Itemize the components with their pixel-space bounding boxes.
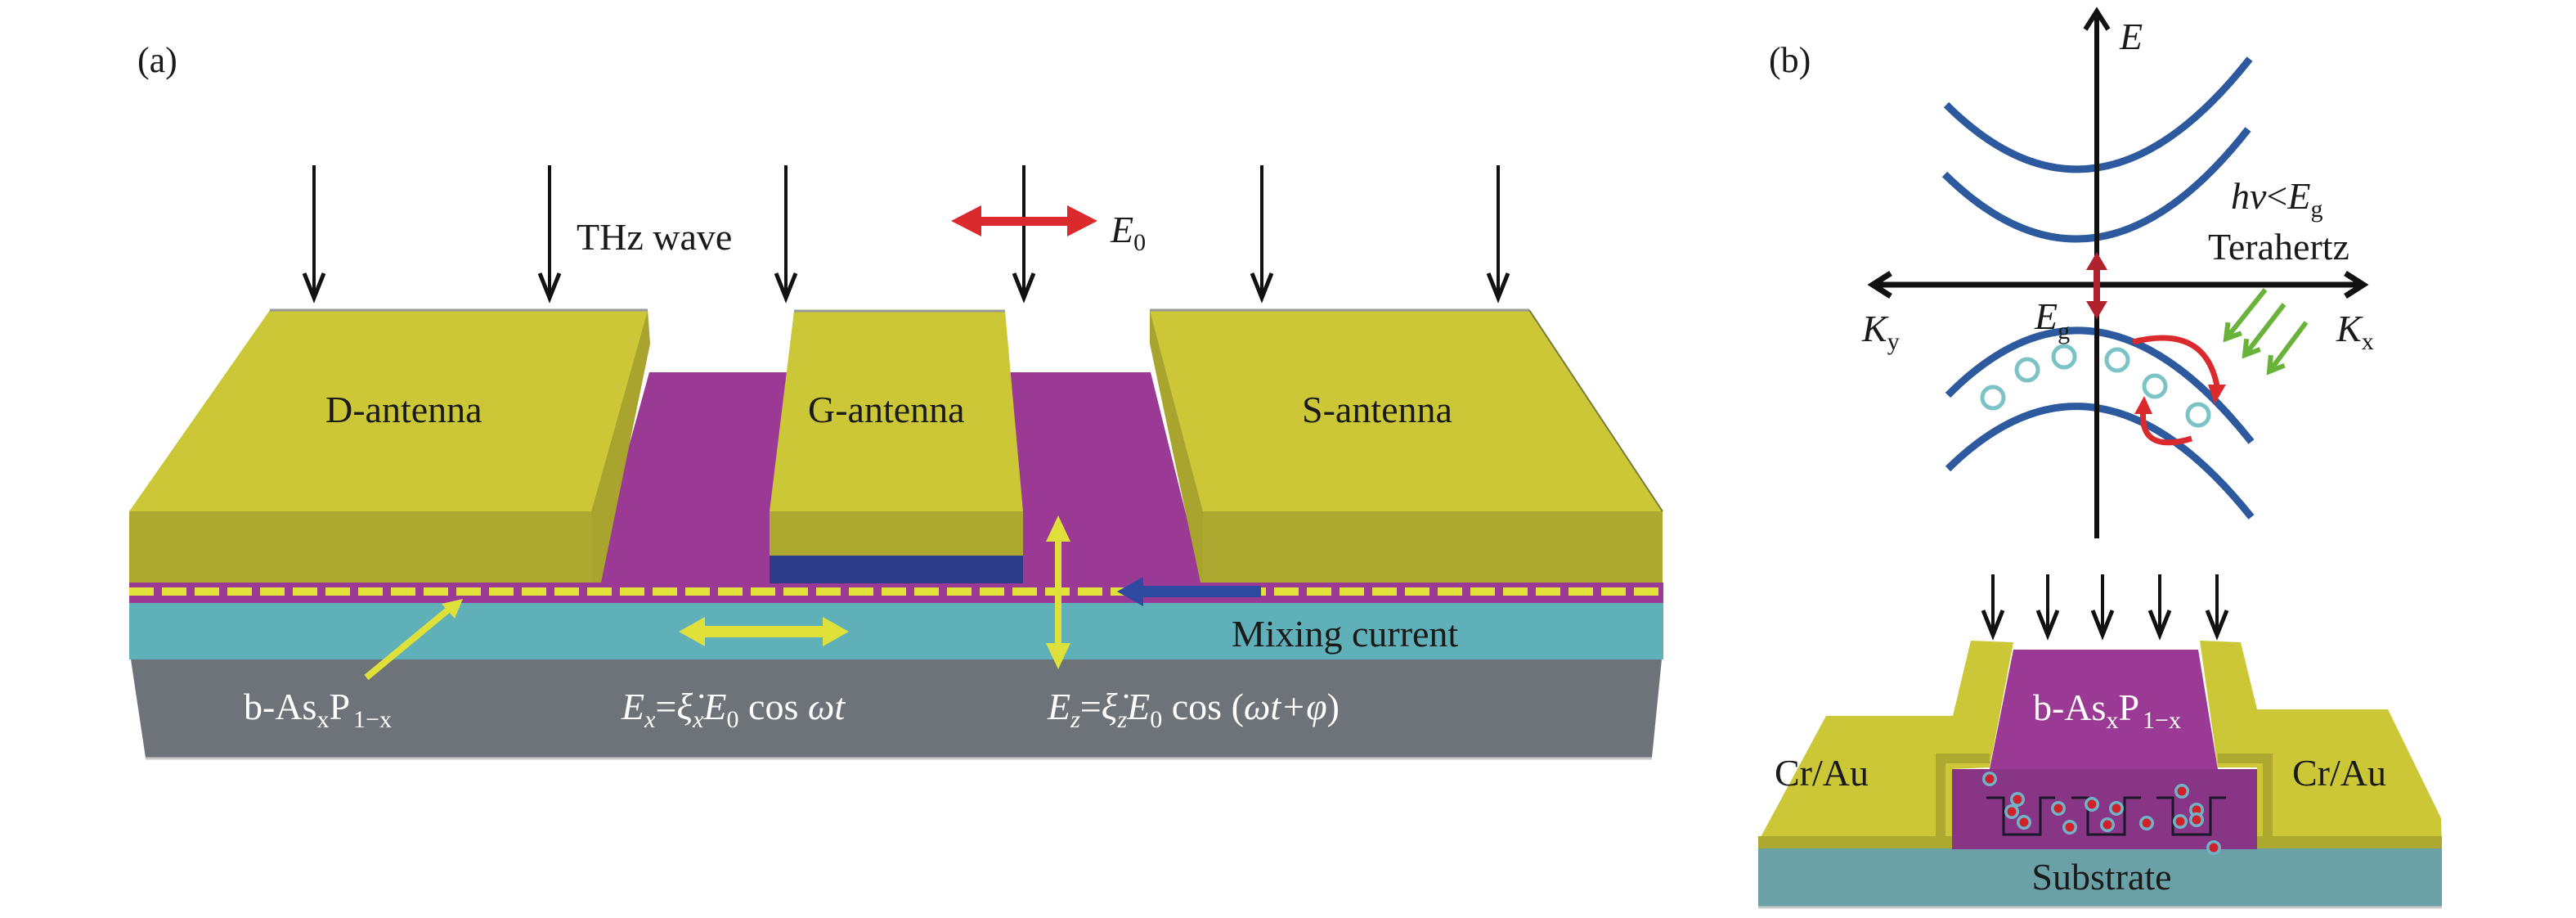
incident-arrow-b-5 [2205,574,2229,641]
substrate-layer [131,659,1662,758]
d-antenna-label: D-antenna [325,389,482,430]
incident-arrow-a-2 [537,165,562,304]
energy-axis-arrowhead [2083,7,2111,31]
electron-6 [2062,820,2077,835]
incident-arrows-a [302,165,1510,304]
hole-5 [2142,373,2168,399]
ky-arrowhead [1867,271,1892,299]
incident-arrow-a-3 [774,165,798,304]
photon-arrow-3 [2266,321,2309,376]
s-antenna-right-edge [1528,309,1663,512]
contact-right [2200,641,2442,848]
d-antenna-top-face [129,310,648,511]
e0-polarization-arrow [951,205,1097,236]
electron-9 [2100,817,2115,832]
g-antenna: G-antenna [770,309,1023,583]
incident-arrow-b-4 [2147,574,2172,641]
ex-equation: Ex=ξ̇xE0 cos ωt [621,686,846,733]
channel-b [1990,650,2218,769]
mixing-current-arrow [1117,577,1261,606]
d-antenna-side-face [591,310,650,583]
ex-double-arrow [679,617,849,646]
g-antenna-label: G-antenna [808,389,965,430]
kx-label: Kx [2336,308,2374,355]
incident-arrow-a-1 [302,165,326,304]
g-antenna-front-face [770,511,1023,556]
s-antenna-side-face [1150,310,1203,583]
thz-wave-label: THz wave [577,216,732,258]
photon-condition-label: hv<Eg [2231,175,2322,223]
hole-1 [1980,385,2006,411]
photon-arrow-1 [2223,288,2268,343]
hole-3 [2051,344,2077,370]
d-antenna-front-face [129,511,591,583]
panel-b: (b) [1758,7,2442,909]
electron-10 [2139,816,2154,830]
e0-label: E0 [1110,209,1146,256]
ez-double-arrow [1046,515,1070,669]
electron-1 [1982,772,1997,786]
panel-a: (a) D-antenna G-antenna [129,40,1663,760]
s-antenna-top-face [1150,310,1663,511]
s-antenna-label: S-antenna [1302,389,1452,430]
electron-7 [2085,797,2099,812]
transition-arrow-1 [2132,335,2226,404]
incident-arrow-b-2 [2035,574,2060,641]
electron-13 [2189,812,2204,827]
photon-arrow-2 [2242,303,2287,359]
ez-equation: Ez=ξ̇zE0 cos (ωt+φ) [1047,686,1340,733]
hole-2 [2014,357,2040,383]
mixing-current-label: Mixing current [1232,613,1458,655]
panel-a-label: (a) [137,40,177,80]
film-pointer-arrow [364,599,463,681]
bandgap-arrow [2086,252,2107,319]
contact-right-label: Cr/Au [2292,752,2386,794]
incident-arrow-b-1 [1981,574,2005,641]
incident-arrow-a-6 [1486,165,1510,304]
hole-4 [2104,347,2130,373]
contact-left-label: Cr/Au [1775,752,1869,794]
electron-11 [2174,784,2189,799]
incident-arrow-b-3 [2090,574,2115,641]
g-antenna-top-face [770,311,1023,511]
trench-1 [1986,796,2055,836]
panel-b-label: (b) [1769,40,1811,80]
energy-axis-label: E [2119,16,2143,57]
electron-15 [2206,840,2221,855]
incident-arrow-a-4 [1012,165,1036,304]
incident-arrows-b [1981,574,2229,641]
terahertz-photon-arrows [2223,288,2309,376]
terahertz-label: Terahertz [2208,226,2349,268]
electron-4 [2017,815,2031,830]
teal-layer [129,603,1663,659]
electron-8 [2109,801,2124,816]
d-antenna: D-antenna [129,308,650,583]
incident-arrow-a-5 [1250,165,1274,304]
s-antenna-front-face [1203,511,1663,583]
bandgap-label: Eg [2034,295,2070,344]
contact-left-step [1936,754,1990,843]
kx-arrowhead [2344,271,2369,299]
band-diagram: E Ky Kx Eg hv<Eg Terahertz [1861,7,2374,538]
substrate-label: Substrate [2031,856,2171,898]
trench-3 [2156,796,2226,836]
trench-2 [2071,796,2141,836]
electron-14 [2173,814,2188,829]
contact-left [1758,641,2013,848]
electrons [1982,772,2221,855]
gate-dielectric [770,556,1023,583]
holes [1980,344,2211,428]
s-antenna: S-antenna [1150,308,1663,583]
contact-right-step [2218,754,2273,843]
electron-3 [2004,804,2019,819]
electron-2 [2010,792,2025,807]
transition-arrow-2 [2134,396,2192,446]
hole-6 [2185,402,2211,428]
ky-label: Ky [1861,308,1900,355]
device-substrate [1758,848,2442,907]
electron-5 [2051,801,2066,816]
